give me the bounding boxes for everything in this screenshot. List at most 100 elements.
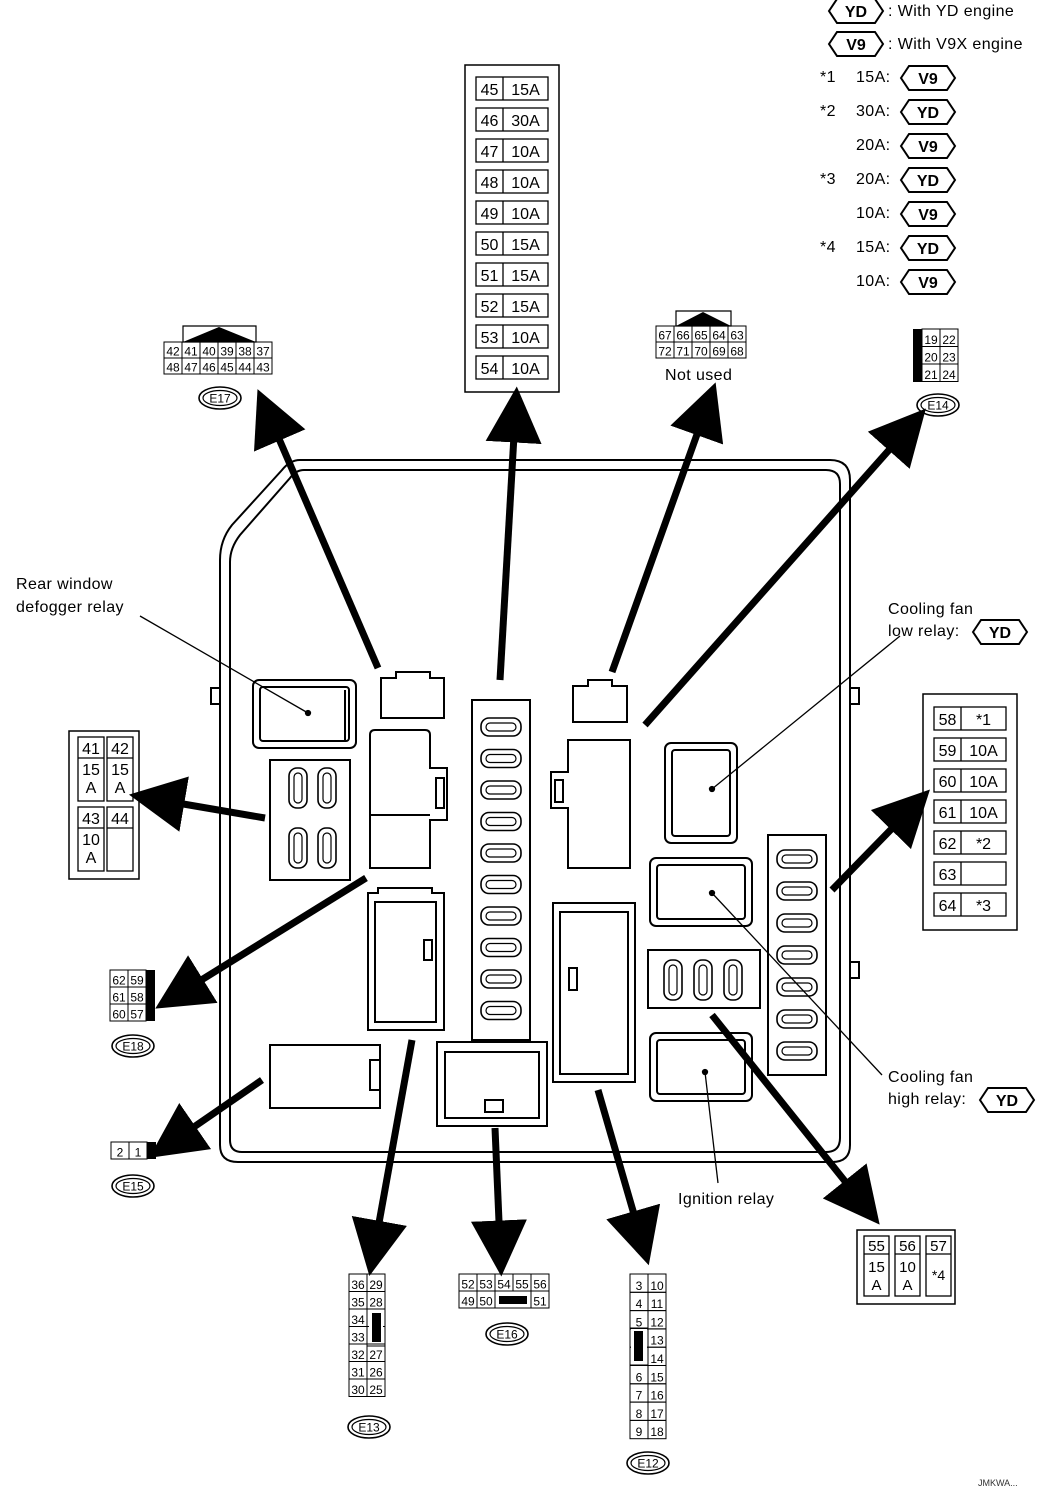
fuse-41-rating-line2: A [86, 780, 97, 797]
variant-mark-1: *1 [820, 69, 836, 86]
e18-label: E18 [122, 1040, 144, 1054]
e15-label: E15 [122, 1180, 144, 1194]
fuse-slot-right-4 [776, 945, 818, 965]
fuse-slot-column-6 [480, 874, 522, 895]
fuse-slot-column-5 [480, 843, 522, 863]
e13-pin-26: 26 [369, 1366, 383, 1380]
e17-pin-47: 47 [184, 361, 198, 375]
cooling-fan-low-label-line1: Cooling fan [888, 601, 974, 618]
variant-amp-6: 15A: [856, 239, 891, 256]
fuse-58-rating: *1 [976, 712, 991, 729]
legend-yd-text: : With YD engine [888, 3, 1015, 20]
fuse-61-number: 61 [939, 805, 957, 822]
fuse-49-rating: 10A [511, 206, 540, 223]
e14-pin-23: 23 [942, 351, 956, 365]
e12-pin-16: 16 [650, 1389, 664, 1403]
fuse-56-rating-line2: A [902, 1277, 912, 1294]
fuse-55-rating-line2: A [871, 1277, 881, 1294]
fuse-43-rating-line2: A [86, 850, 97, 867]
fuse-42-rating-line1: 15 [111, 762, 129, 779]
badge-variant-4-text: YD [917, 173, 939, 190]
variant-amp-4: 20A: [856, 171, 891, 188]
e16b-pin-50: 50 [479, 1295, 493, 1309]
e18-pin-57: 57 [130, 1008, 144, 1022]
image-id: JMKWA... [978, 1478, 1018, 1488]
legend-v9-text: : With V9X engine [888, 36, 1023, 53]
e13-pin-32: 32 [351, 1348, 365, 1362]
badge-variant-5-text: V9 [918, 207, 938, 224]
badge-variant-2-text: YD [917, 105, 939, 122]
fuse-56-number: 56 [899, 1238, 916, 1255]
fuse-45-number: 45 [481, 82, 499, 99]
cooling-fan-high-label-line2: high relay: [888, 1091, 967, 1108]
e14-pin-22: 22 [942, 333, 956, 347]
e17-label: E17 [209, 392, 231, 406]
nu-pin-67: 67 [658, 329, 672, 343]
fuse-42-rating-line2: A [115, 780, 126, 797]
badge-cooling-high: YD [978, 1087, 1036, 1113]
e17-pin-40: 40 [202, 345, 216, 359]
badge-cooling-low-text: YD [989, 625, 1011, 642]
variant-mark-6: *4 [820, 239, 836, 256]
e12-pin-18: 18 [650, 1425, 664, 1439]
fuse-slot-column-1 [480, 717, 522, 737]
fuse-52-rating: 15A [511, 299, 540, 316]
fuse-57-rating: *4 [932, 1267, 945, 1283]
leader-lines [139, 615, 901, 1184]
variant-amp-3: 20A: [856, 137, 891, 154]
fuse-60-rating: 10A [969, 774, 998, 791]
arrow-e18 [155, 875, 368, 1009]
fuse-slot-left-4 [317, 827, 337, 869]
fuse-55-rating-line1: 15 [868, 1259, 885, 1276]
e15-pin-1: 1 [135, 1146, 142, 1160]
e13-pin-35: 35 [351, 1296, 365, 1310]
fuse-53-number: 53 [481, 330, 499, 347]
fuse-slot-column-2 [480, 748, 522, 769]
e17-pin-45: 45 [220, 361, 234, 375]
arrow-e16 [470, 1127, 527, 1277]
fuse-slot-right-2 [776, 881, 818, 901]
e16-pin-55: 55 [515, 1278, 529, 1292]
fuse-56-rating-line1: 10 [899, 1259, 916, 1276]
nu-pin-66: 66 [676, 329, 690, 343]
fuse-slot-right-5 [776, 977, 818, 997]
fuse-48-rating: 10A [511, 175, 540, 192]
fuse-47-rating: 10A [511, 144, 540, 161]
arrow-e15 [149, 1077, 264, 1158]
fuse-50-rating: 15A [511, 237, 540, 254]
nu-pin-71: 71 [676, 345, 690, 359]
fuse-51-rating: 15A [511, 268, 540, 285]
fuse-slot-column-3 [480, 780, 522, 800]
fuse-slot-br-1 [663, 959, 683, 1001]
e16b-pin-49: 49 [461, 1295, 475, 1309]
fuse-slot-br-2 [693, 959, 713, 1001]
fuse-64-number: 64 [939, 898, 957, 915]
e13-pin-25: 25 [369, 1383, 383, 1397]
fuse-41-number: 41 [82, 741, 100, 758]
arrow-fuse-bottom-right [709, 1012, 880, 1225]
variant-mark-2: *2 [820, 103, 836, 120]
e13-pin-31: 31 [351, 1366, 365, 1380]
e13-pin-29: 29 [369, 1278, 383, 1292]
fuse-43-rating-line1: 10 [82, 832, 100, 849]
rear-defogger-label-line2: defogger relay [16, 599, 124, 616]
fuse-51-number: 51 [481, 268, 499, 285]
fuse-54-rating: 10A [511, 361, 540, 378]
e13-pin-36: 36 [351, 1278, 365, 1292]
ignition-relay-label: Ignition relay [678, 1191, 775, 1208]
e12-label: E12 [637, 1457, 659, 1471]
fuse-slot-column-10 [480, 1000, 522, 1021]
arrow-e14 [642, 408, 926, 728]
e16c-pin-51: 51 [533, 1295, 547, 1309]
nu-pin-69: 69 [712, 345, 726, 359]
e16-label: E16 [496, 1328, 518, 1342]
e14-pin-19: 19 [924, 333, 938, 347]
variant-amp-1: 15A: [856, 69, 891, 86]
fuse-41-rating-line1: 15 [82, 762, 100, 779]
